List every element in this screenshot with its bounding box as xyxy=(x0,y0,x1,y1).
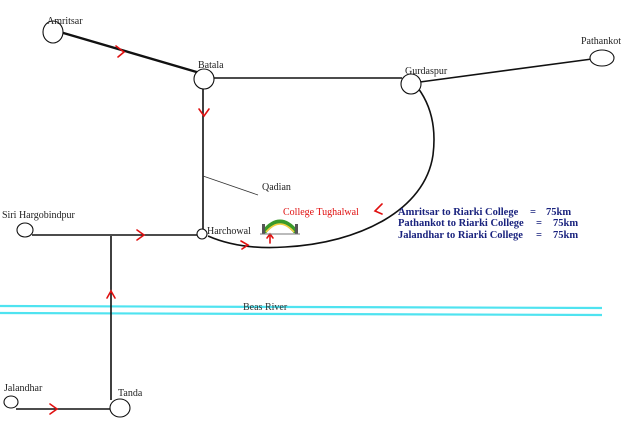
node-siri-hargobindpur xyxy=(16,222,34,238)
label-pathankot: Pathankot xyxy=(581,36,621,47)
road-gurdaspur-pathankot xyxy=(419,58,593,83)
node-jalandhar xyxy=(3,395,19,409)
road-harchowal-gurdaspur-curve xyxy=(207,87,435,249)
nodes xyxy=(3,20,615,418)
river-label: Beas River xyxy=(243,302,288,313)
label-jalandhar: Jalandhar xyxy=(4,383,43,394)
arrow-tanda-up xyxy=(106,289,116,299)
beas-river xyxy=(0,304,603,317)
roads xyxy=(16,30,593,410)
distance-row-sep: = xyxy=(536,230,542,241)
label-siri-hargobindpur: Siri Hargobindpur xyxy=(2,210,76,221)
label-batala: Batala xyxy=(198,60,224,71)
label-qadian: Qadian xyxy=(262,182,291,193)
node-amritsar xyxy=(42,20,64,44)
node-tanda xyxy=(109,398,131,418)
node-pathankot xyxy=(589,49,615,67)
node-gurdaspur xyxy=(400,73,422,95)
arrow-batala-down xyxy=(198,108,210,118)
distance-row-label: Amritsar to Riarki College xyxy=(398,207,519,218)
node-harchowal xyxy=(196,228,208,240)
label-college: College Tughalwal xyxy=(283,207,359,218)
label-amritsar: Amritsar xyxy=(47,16,83,27)
label-tanda: Tanda xyxy=(118,388,143,399)
distance-row-label: Jalandhar to Riarki College xyxy=(398,230,523,241)
distance-legend: Amritsar to Riarki College = 75km Pathan… xyxy=(398,207,578,241)
distance-row-sep: = xyxy=(536,218,542,229)
distance-row-value: 75km xyxy=(553,218,578,229)
arrow-harchowal-college xyxy=(240,240,250,250)
arrow-jalandhar-east xyxy=(49,403,59,415)
label-harchowal: Harchowal xyxy=(207,226,251,237)
distance-row-value: 75km xyxy=(546,207,571,218)
arrow-harghobindpur-east xyxy=(136,229,146,241)
arrow-gurdaspur-curve xyxy=(373,203,383,215)
distance-row-label: Pathankot to Riarki College xyxy=(398,218,524,229)
road-amritsar-batala xyxy=(59,30,201,75)
node-batala xyxy=(193,68,215,90)
distance-row-value: 75km xyxy=(553,230,578,241)
distance-row-sep: = xyxy=(530,207,536,218)
college-gate-icon xyxy=(260,219,300,235)
arrow-amritsar-batala xyxy=(115,45,126,58)
label-gurdaspur: Gurdaspur xyxy=(405,66,448,77)
road-qadian-branch xyxy=(202,175,259,196)
